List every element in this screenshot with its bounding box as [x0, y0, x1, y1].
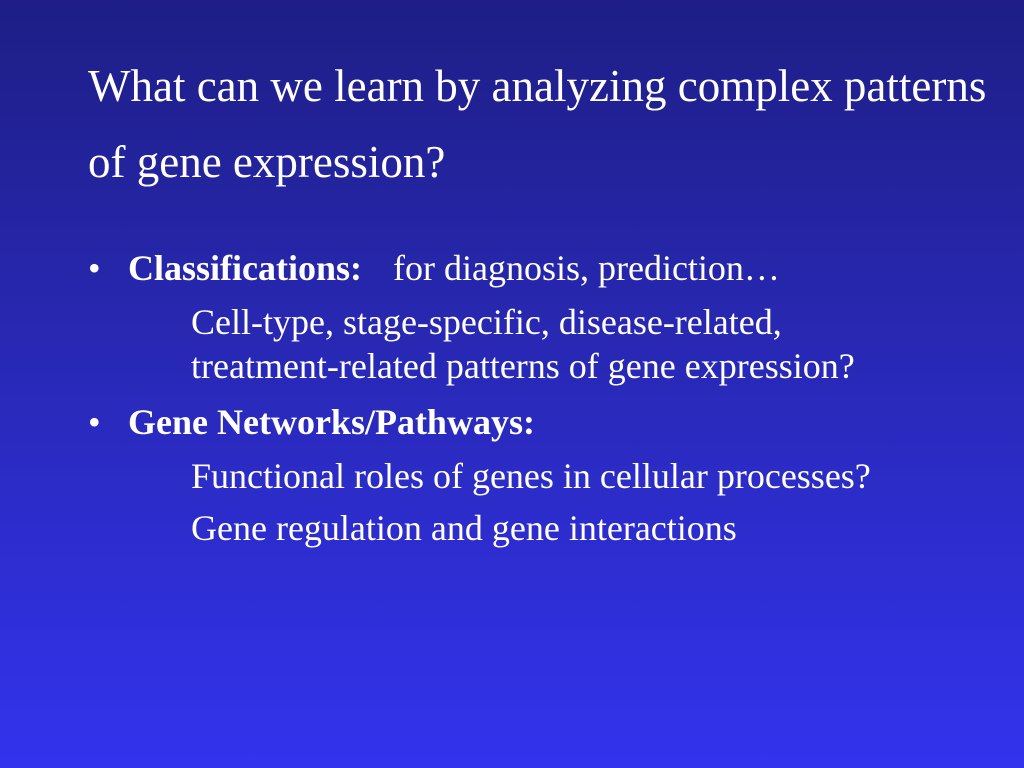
bullet-text: for diagnosis, prediction…	[393, 248, 780, 288]
bullet-heading: Classifications:	[128, 248, 362, 288]
bullet-marker: •	[88, 248, 101, 288]
slide-title: What can we learn by analyzing complex p…	[88, 61, 987, 187]
bullet-heading: Gene Networks/Pathways:	[128, 402, 535, 442]
bullet-marker: •	[88, 402, 101, 442]
sub-item: Gene regulation and gene interactions	[191, 508, 737, 548]
bullet-classifications: • Classifications: for diagnosis, predic…	[88, 242, 968, 294]
bullet-gene-networks: • Gene Networks/Pathways:	[88, 396, 968, 448]
sub-item: Cell-type, stage-specific, disease-relat…	[191, 302, 855, 386]
slide-body: • Classifications: for diagnosis, predic…	[88, 242, 968, 550]
sub-item: Functional roles of genes in cellular pr…	[191, 456, 871, 496]
